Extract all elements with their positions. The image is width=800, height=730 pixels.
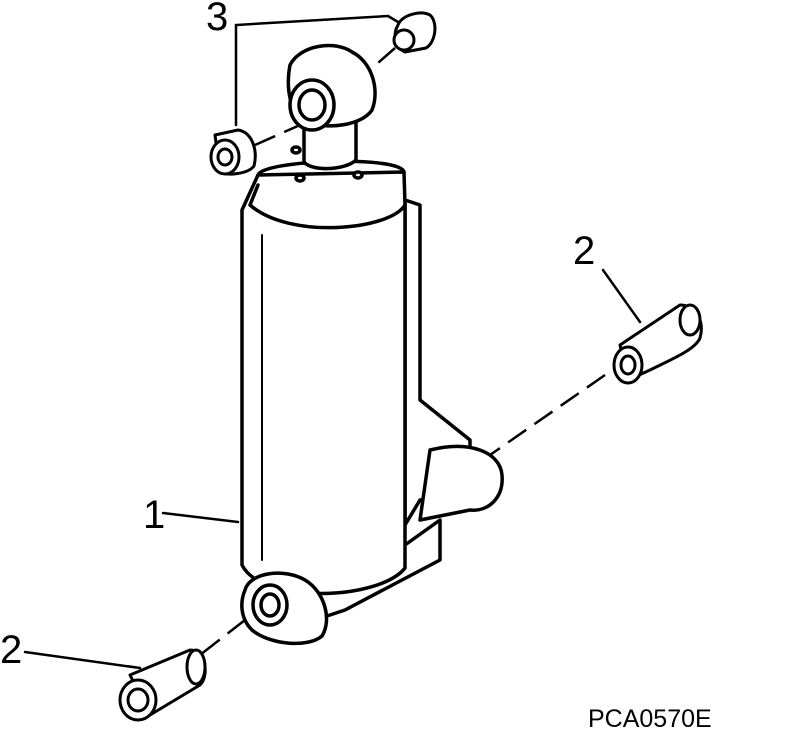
bushing-right-bore: [619, 354, 637, 376]
head-hole: [352, 170, 364, 180]
leader-lines: [23, 14, 642, 670]
callout-2-right: 2: [573, 229, 595, 273]
bottom-boss-back: [418, 444, 504, 522]
callout-2-left: 2: [0, 628, 22, 672]
bushing-left-bore: [126, 687, 150, 713]
bushing-top-right-bore: [392, 28, 416, 52]
cylinder-barrel: [240, 170, 407, 596]
centerline-right: [489, 373, 606, 457]
assembly-centerlines: [199, 47, 606, 656]
figure-code: PCA0570E: [588, 705, 712, 730]
bushing-right-rim: [678, 303, 702, 337]
centerline-top-right: [369, 47, 396, 71]
centerline-top-left: [254, 123, 301, 147]
bushings-part-3: [209, 11, 437, 176]
leader-part-2-left: [23, 650, 142, 670]
bushing-left-rim: [185, 648, 207, 686]
callout-3: 3: [206, 0, 228, 39]
leader-part-1: [161, 511, 240, 524]
head-hole: [290, 145, 302, 155]
leader-part-2-right: [601, 268, 642, 324]
bushings-part-2: [118, 303, 703, 722]
bushing-top-left-bore: [216, 147, 234, 167]
leader-part-3: [234, 14, 400, 127]
callout-1: 1: [143, 493, 165, 537]
rod-end-bushing: [297, 88, 327, 122]
bottom-eye-inner: [259, 592, 281, 618]
hydraulic-cylinder: [240, 43, 504, 646]
centerline-left: [199, 619, 246, 656]
head-hole: [294, 173, 306, 183]
